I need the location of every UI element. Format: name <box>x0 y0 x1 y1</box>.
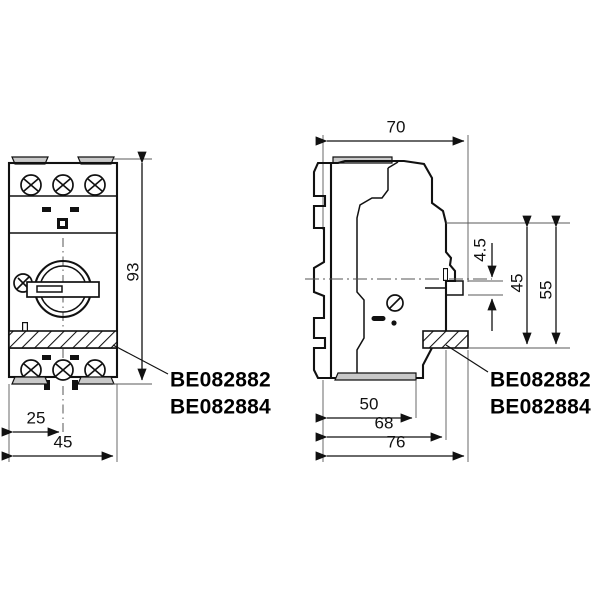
front-dim-width-45: 45 <box>1 432 114 461</box>
side-body-outline <box>329 159 457 380</box>
side-dim-depth-50: 50 <box>315 394 413 423</box>
side-dim-offset-4p5: 4.5 <box>470 238 497 331</box>
side-dim-depth-70: 70 <box>315 117 465 146</box>
front-part-number-line2: BE082884 <box>170 396 271 419</box>
front-rotary-knob[interactable] <box>26 259 100 319</box>
front-bottom-marks <box>42 355 79 360</box>
front-indicator-slot-inner <box>23 323 27 333</box>
side-dim-depth-68: 68 <box>315 413 443 442</box>
front-part-number-line1: BE082882 <box>170 369 271 392</box>
front-dim-height-93-label: 93 <box>123 263 142 282</box>
side-din-clip-profile <box>312 161 331 380</box>
front-top-marks <box>42 207 79 229</box>
side-dim-depth-76: 76 <box>315 432 465 461</box>
screw-icon <box>52 174 74 196</box>
front-dim-width-45-label: 45 <box>54 432 73 451</box>
side-inner-contour <box>356 168 389 378</box>
side-dim-offset-4p5-label: 4.5 <box>470 238 489 262</box>
side-dim-depth-68-label: 68 <box>375 413 394 432</box>
screw-icon <box>84 174 106 196</box>
side-dim-height-55: 55 <box>536 215 561 345</box>
side-part-number-line2: BE082884 <box>490 396 591 419</box>
side-dim-height-45: 45 <box>507 215 532 345</box>
screw-icon <box>20 359 42 381</box>
front-callout-leader <box>112 344 169 375</box>
side-dim-depth-70-label: 70 <box>387 117 406 136</box>
side-hatched-band <box>422 330 469 349</box>
side-view-group: 70 <box>305 117 591 462</box>
front-hatched-band <box>8 330 118 349</box>
front-bottom-tabs <box>11 376 115 385</box>
screw-icon <box>52 359 74 381</box>
side-body-markings <box>371 316 397 326</box>
side-inner-step <box>387 161 399 169</box>
front-dim-width-25-label: 25 <box>27 408 46 427</box>
side-bottom-foot <box>334 372 417 381</box>
side-latch-lug <box>425 268 464 296</box>
side-dim-depth-50-label: 50 <box>360 394 379 413</box>
side-callout-leader <box>445 344 489 373</box>
front-top-terminal-screws <box>20 174 106 196</box>
screw-icon <box>20 174 42 196</box>
side-dim-height-55-label: 55 <box>536 281 555 300</box>
side-dim-height-45-label: 45 <box>507 274 526 293</box>
front-view-group: 93 25 45 BE082882 BE082884 <box>1 151 271 462</box>
front-dim-width-25: 25 <box>1 408 60 437</box>
side-screw-icon <box>386 294 404 312</box>
front-dim-height-93: 93 <box>123 151 147 381</box>
side-dim-depth-76-label: 76 <box>387 432 406 451</box>
side-part-number-line1: BE082882 <box>490 369 591 392</box>
